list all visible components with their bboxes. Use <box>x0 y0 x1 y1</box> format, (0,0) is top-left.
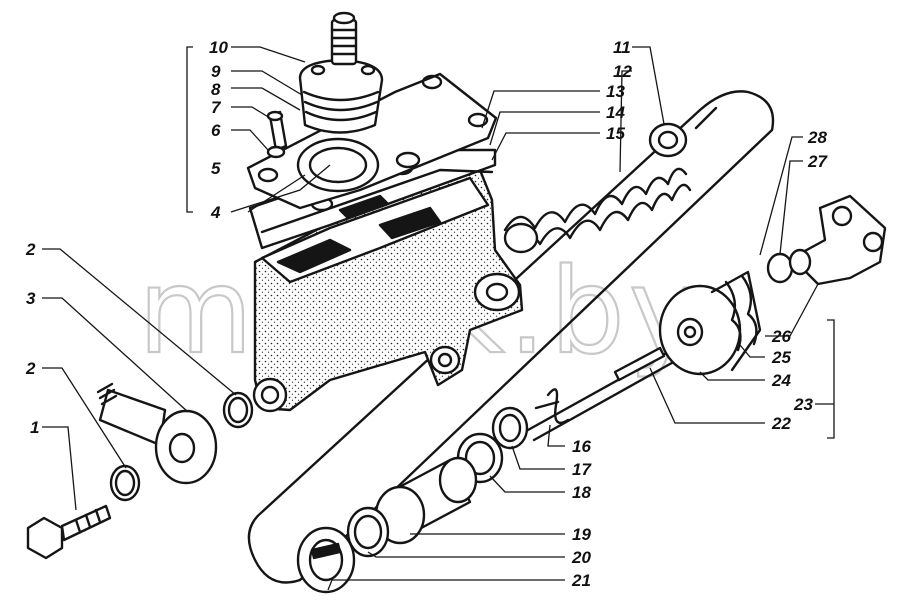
seal-20 <box>346 506 390 558</box>
callout-4: 4 <box>210 203 221 222</box>
cotter-pin-16 <box>534 388 570 425</box>
seal-ring-17 <box>491 406 529 450</box>
callout-8: 8 <box>211 80 221 99</box>
callout-2-lower: 2 <box>25 359 36 378</box>
callout-6: 6 <box>211 121 221 140</box>
callout-11: 11 <box>613 38 631 57</box>
callout-18: 18 <box>572 483 591 502</box>
callout-2-upper: 2 <box>25 240 36 259</box>
banjo-fitting-3 <box>96 382 218 485</box>
cylinder-outline <box>247 90 775 584</box>
valve-housing <box>252 168 524 413</box>
callout-21: 21 <box>571 571 591 590</box>
callout-27: 27 <box>807 152 828 171</box>
callout-28: 28 <box>807 128 827 147</box>
washer-2-upper <box>222 391 254 429</box>
callout-23: 23 <box>793 395 813 414</box>
callout-20: 20 <box>571 548 591 567</box>
callout-17: 17 <box>572 460 592 479</box>
leader-lines <box>42 46 835 591</box>
washer-27 <box>766 252 794 284</box>
callout-13: 13 <box>606 82 625 101</box>
callout-19: 19 <box>572 525 591 544</box>
callout-9: 9 <box>211 62 221 81</box>
nut-21 <box>296 526 356 594</box>
cover-plate <box>246 72 498 210</box>
bolt-7-washer-6 <box>266 110 288 159</box>
callout-26: 26 <box>771 327 791 346</box>
callout-12: 12 <box>613 62 632 81</box>
callout-labels: 10 9 8 7 6 5 4 11 12 13 14 15 2 3 2 1 16… <box>25 38 828 590</box>
ring-11 <box>648 106 718 158</box>
spring-25 <box>724 274 758 352</box>
callout-14: 14 <box>606 103 625 122</box>
callout-1: 1 <box>30 418 39 437</box>
callout-22: 22 <box>771 414 791 433</box>
callout-25: 25 <box>771 348 791 367</box>
callout-16: 16 <box>572 437 591 456</box>
bolt-1 <box>26 504 112 560</box>
piston-19 <box>374 456 478 545</box>
callout-7: 7 <box>211 98 222 117</box>
callout-10: 10 <box>209 38 228 57</box>
diaphragm-cap <box>298 11 384 134</box>
callout-24: 24 <box>771 371 791 390</box>
spring-12 <box>503 167 692 254</box>
callout-5: 5 <box>211 159 221 178</box>
washer-2-lower <box>109 464 141 502</box>
fork-26 <box>788 194 887 286</box>
callout-3: 3 <box>26 289 36 308</box>
callout-15: 15 <box>606 124 625 143</box>
